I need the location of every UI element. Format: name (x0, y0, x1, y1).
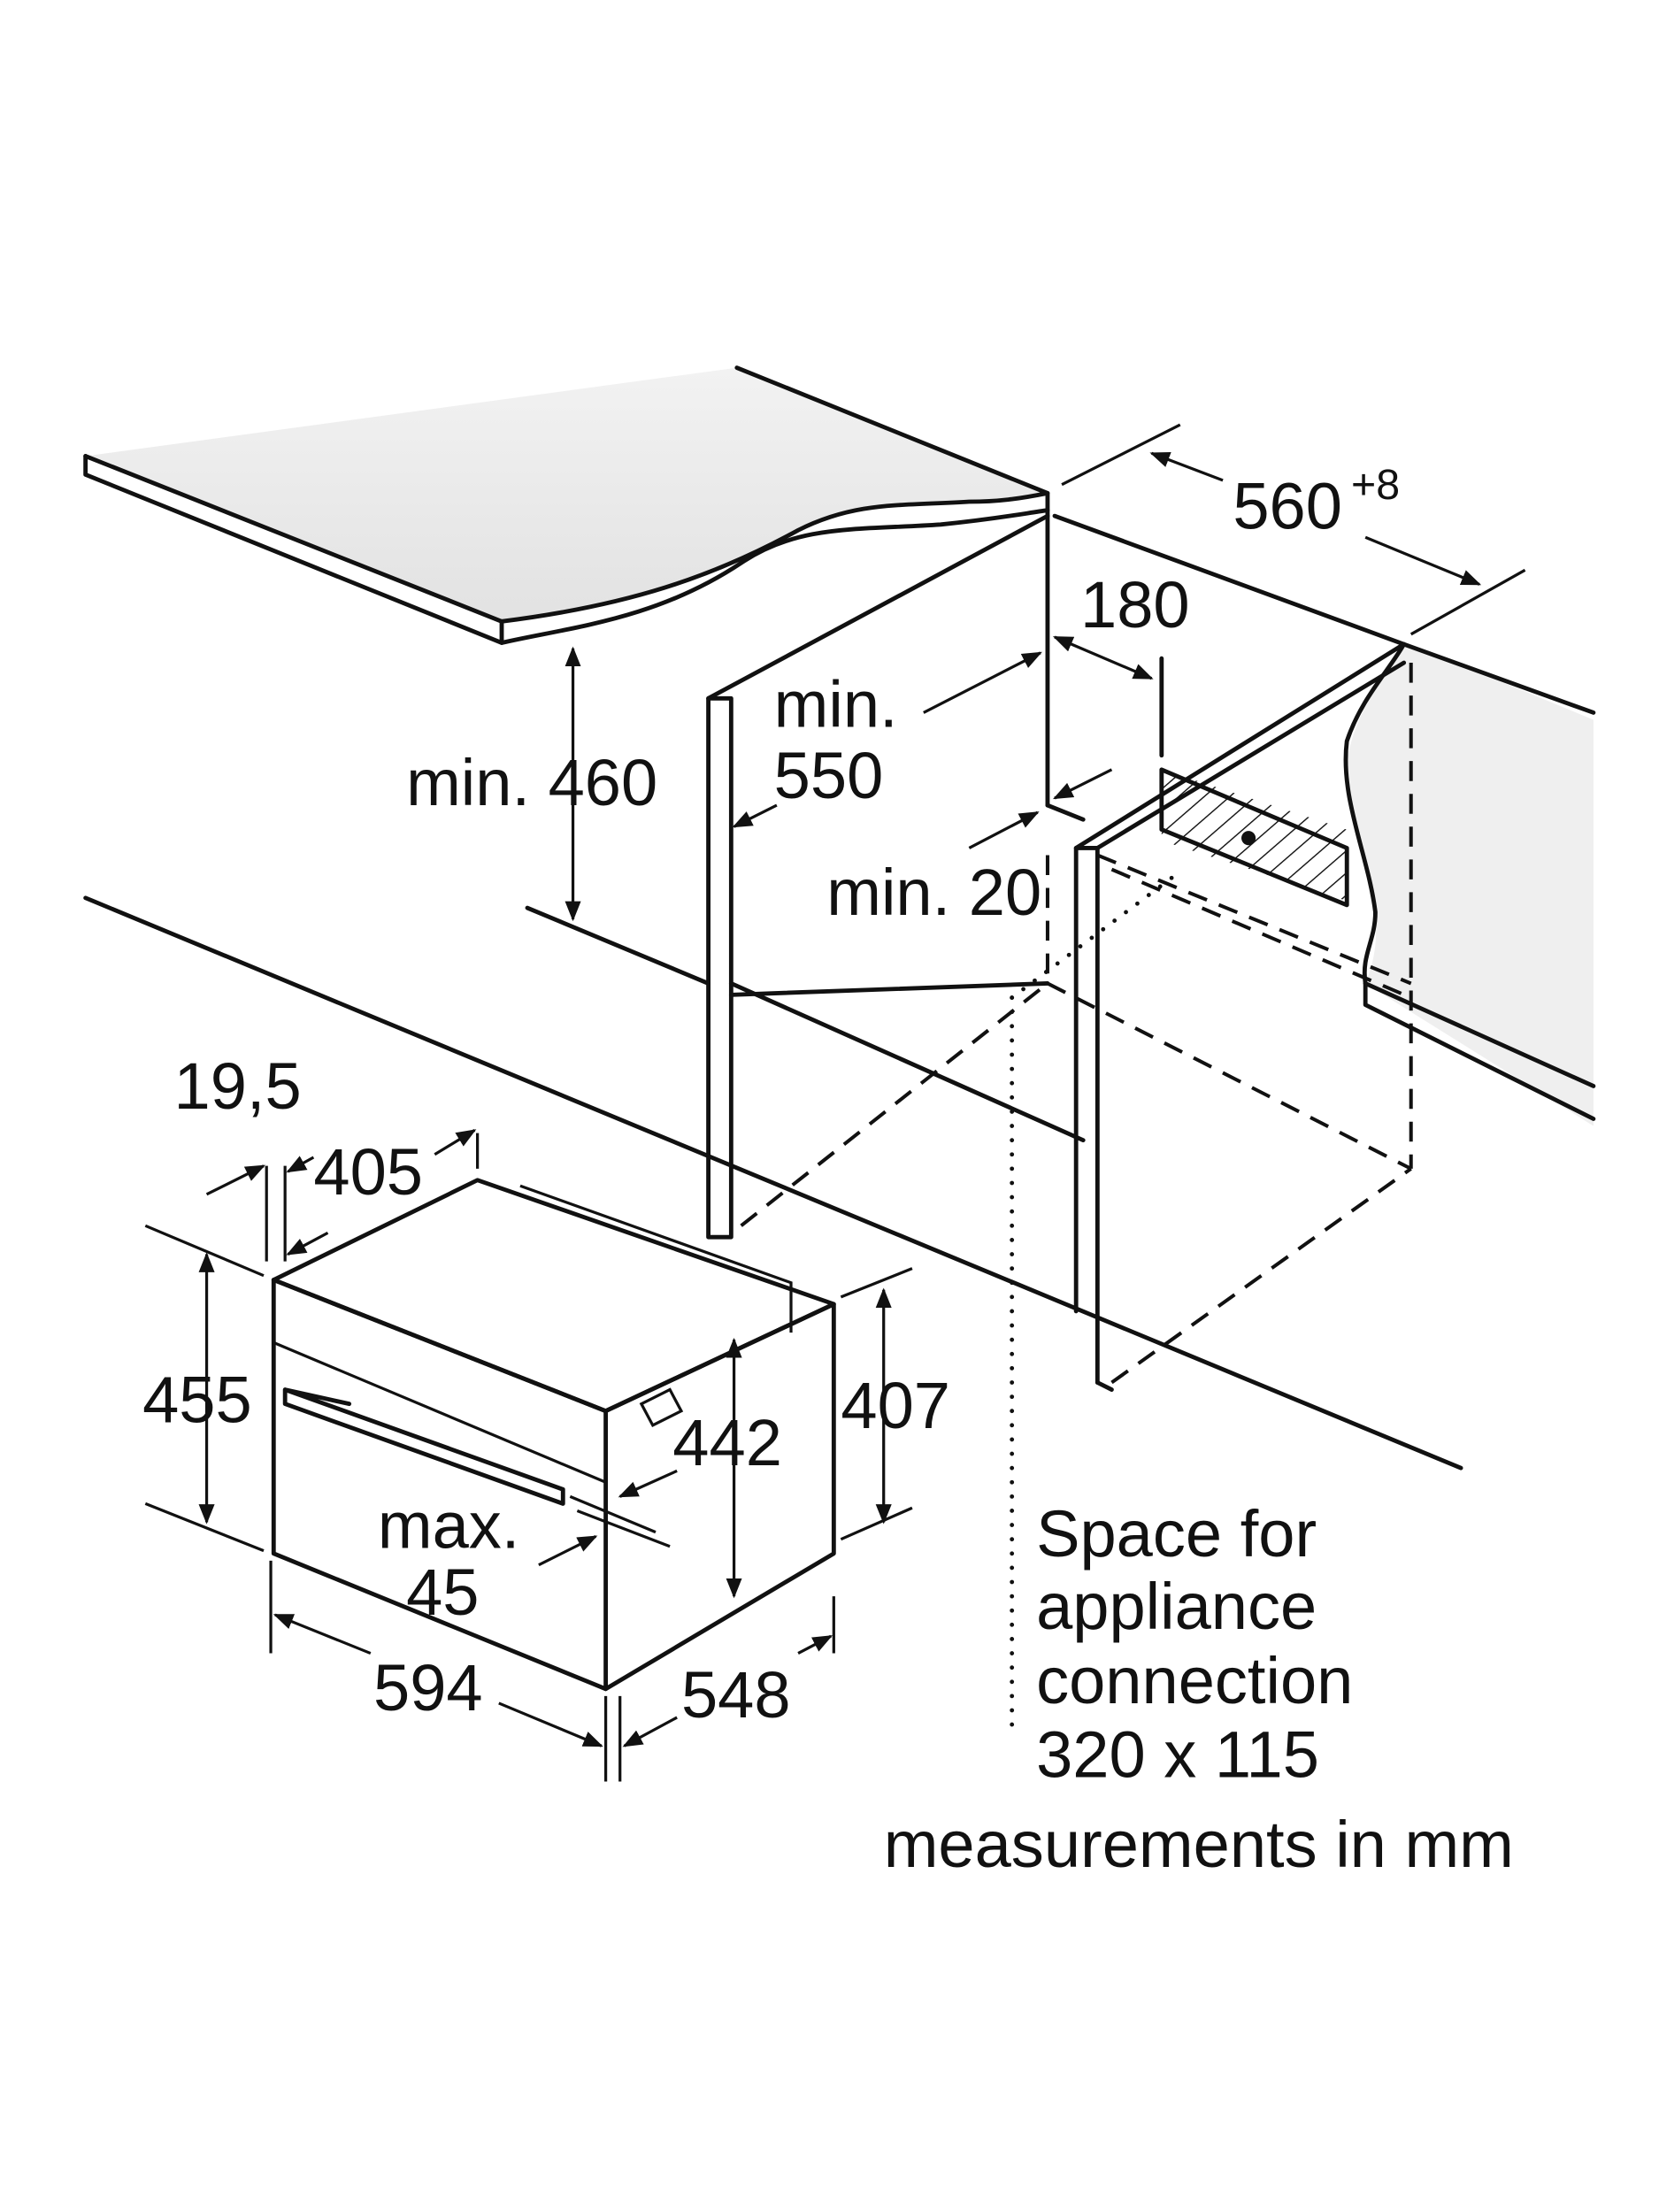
label-560: 560 (1233, 470, 1342, 543)
label-560-tolerance: +8 (1351, 461, 1400, 509)
oven-illustration (271, 1178, 836, 1692)
worktop-left (83, 365, 1050, 808)
connection-note-line1: Space for (1036, 1497, 1317, 1571)
connection-note-line3: connection (1036, 1644, 1353, 1717)
connection-note-line4: 320 x 115 (1036, 1718, 1319, 1792)
dimension-lines (144, 423, 1526, 1782)
label-405: 405 (313, 1135, 423, 1209)
units-note: measurements in mm (884, 1808, 1514, 1881)
label-548: 548 (681, 1658, 791, 1732)
label-455: 455 (142, 1363, 252, 1437)
label-min550-line1: min. (774, 668, 898, 741)
label-max45-line2: 45 (406, 1555, 479, 1629)
label-min550-line2: 550 (774, 739, 884, 812)
label-max45-line1: max. (378, 1488, 520, 1562)
label-min460: min. 460 (406, 746, 657, 819)
label-407: 407 (841, 1369, 950, 1442)
label-594: 594 (373, 1651, 483, 1724)
connection-note-line2: appliance (1036, 1570, 1317, 1643)
cabinet (83, 513, 1463, 1734)
label-180: 180 (1080, 568, 1190, 641)
label-442: 442 (672, 1406, 782, 1479)
dimension-labels: 560 +8 180 min. 550 min. 460 min. 20 19,… (142, 461, 1514, 1881)
label-min20: min. 20 (826, 856, 1041, 929)
label-19-5: 19,5 (174, 1049, 302, 1123)
